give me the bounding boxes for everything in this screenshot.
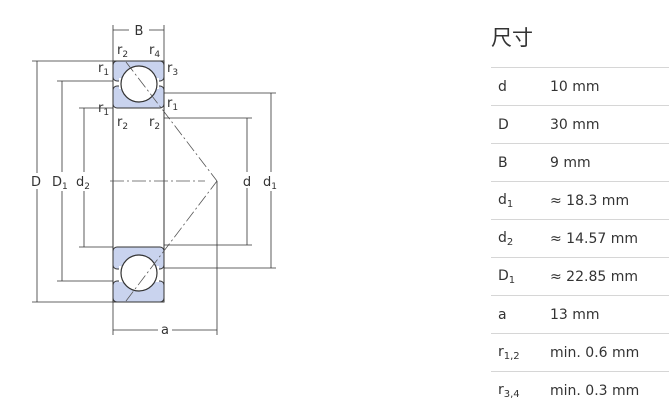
dimension-symbol: d2 — [491, 230, 550, 248]
upper-ring-section — [112, 60, 165, 109]
label-r1-inner: r1 — [98, 101, 109, 118]
lower-ball — [120, 254, 158, 292]
dimension-symbol-text: D — [498, 267, 509, 284]
dimension-symbol: B — [491, 155, 550, 171]
dimension-value: ≈ 18.3 mm — [550, 192, 630, 209]
label-r2-lower-left: r2 — [117, 115, 128, 132]
label-b: B — [135, 24, 144, 39]
dimension-symbol-text: d — [498, 191, 507, 208]
contact-line-upper — [125, 61, 218, 182]
dimensions-title: 尺寸 — [491, 26, 533, 50]
dimension-row: d2≈ 14.57 mm — [491, 219, 669, 257]
label-r4-top: r4 — [149, 43, 160, 60]
bearing-drawing: B a D D1 d2 d d1 r2 r4 r1 r3 r1 r1 r2 r2 — [30, 24, 277, 338]
dimension-symbol-subscript: 2 — [506, 236, 514, 248]
dimension-value: 30 mm — [550, 116, 600, 133]
dimension-symbol: D — [491, 117, 550, 133]
dimension-value: min. 0.3 mm — [550, 382, 640, 399]
label-d: d — [243, 175, 251, 190]
lower-ring-section — [112, 246, 165, 303]
dimension-row: D1≈ 22.85 mm — [491, 257, 669, 295]
dimension-symbol-text: r — [498, 343, 504, 360]
upper-ball — [120, 65, 158, 103]
label-r2-lower-right: r2 — [149, 115, 160, 132]
dimension-symbol: r1,2 — [491, 344, 550, 362]
dimension-row: a 13 mm — [491, 295, 669, 333]
dimension-symbol: d — [491, 79, 550, 95]
dimension-symbol: D1 — [491, 268, 550, 286]
label-d1: d1 — [263, 175, 277, 192]
label-d2: d2 — [76, 175, 90, 192]
dimension-symbol-subscript: 3,4 — [503, 388, 520, 400]
dimension-symbol-subscript: 1,2 — [503, 350, 520, 362]
dimension-value: 13 mm — [550, 306, 600, 323]
label-D: D — [31, 175, 41, 190]
contact-line-lower — [125, 180, 218, 302]
label-r2-top: r2 — [117, 43, 128, 60]
dimension-symbol-subscript: 1 — [506, 198, 514, 210]
dimension-symbol-text: d — [498, 78, 507, 95]
dimension-row: d 10 mm — [491, 67, 669, 105]
dimension-symbol-text: D — [498, 116, 509, 133]
dimension-row: D 30 mm — [491, 105, 669, 143]
dimension-symbol-text: a — [498, 306, 507, 323]
dimension-row: B 9 mm — [491, 143, 669, 181]
label-r3: r3 — [167, 61, 178, 78]
label-r1-right: r1 — [167, 96, 178, 113]
label-r1-upper: r1 — [98, 61, 109, 78]
dimension-row: d1≈ 18.3 mm — [491, 181, 669, 219]
dimension-value: 10 mm — [550, 78, 600, 95]
dimension-value: 9 mm — [550, 154, 591, 171]
dimension-value: min. 0.6 mm — [550, 344, 640, 361]
dimension-symbol: r3,4 — [491, 382, 550, 400]
dimension-symbol-text: r — [498, 381, 504, 398]
label-a: a — [161, 323, 169, 338]
dimension-value: ≈ 22.85 mm — [550, 268, 638, 285]
label-D1: D1 — [52, 175, 68, 192]
dimension-symbol-subscript: 1 — [508, 274, 516, 286]
dimension-symbol-text: B — [498, 154, 508, 171]
dimension-value: ≈ 14.57 mm — [550, 230, 638, 247]
dimension-symbol: d1 — [491, 192, 550, 210]
dimension-symbol: a — [491, 307, 550, 323]
dimension-symbol-text: d — [498, 229, 507, 246]
